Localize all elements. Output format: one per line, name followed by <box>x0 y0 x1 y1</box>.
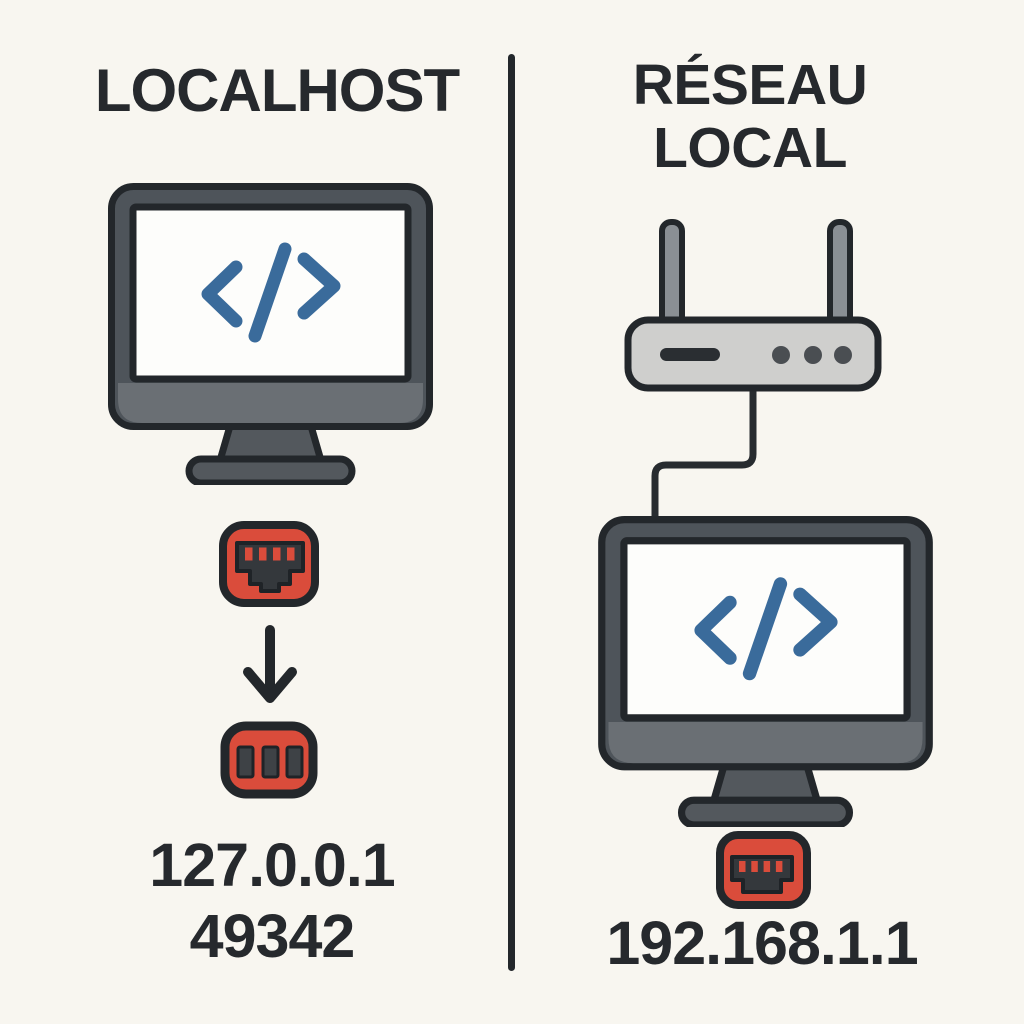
router-led-1 <box>772 346 790 364</box>
left-panel-title: LOCALHOST <box>94 57 460 124</box>
router-ip: 192.168.1.1 <box>606 909 918 977</box>
router-led-2 <box>804 346 822 364</box>
ethernet-port-icon <box>716 831 811 909</box>
monitor-base <box>677 796 854 827</box>
divider-line <box>508 54 515 971</box>
rj45-jack <box>235 541 305 593</box>
router-antenna-left <box>659 219 685 331</box>
router-slot <box>660 348 720 361</box>
ethernet-port-icon <box>219 521 319 607</box>
right-address-block: 192.168.1.1 <box>562 908 962 978</box>
monitor-base <box>185 455 356 485</box>
ethernet-cable-line <box>651 384 757 524</box>
router-body <box>624 316 882 392</box>
right-title-line1: RÉSEAU <box>632 53 868 117</box>
localhost-port: 49342 <box>189 902 356 970</box>
computer-monitor-icon <box>108 183 433 485</box>
arrow-down-icon <box>243 625 297 703</box>
right-panel-title: RÉSEAU LOCAL <box>550 54 950 180</box>
code-icon <box>201 242 341 343</box>
computer-monitor-icon <box>598 516 933 827</box>
localhost-ip: 127.0.0.1 <box>149 831 395 899</box>
left-address-block: 127.0.0.1 49342 <box>70 830 474 972</box>
monitor-chin <box>118 383 423 423</box>
code-icon <box>694 577 838 681</box>
monitor-chin <box>608 721 923 764</box>
router-icon <box>624 219 882 392</box>
router-led-3 <box>834 346 852 364</box>
router-antenna-right <box>827 219 853 331</box>
right-title-line2: LOCAL <box>653 116 847 180</box>
port-connector-icon <box>220 721 318 799</box>
